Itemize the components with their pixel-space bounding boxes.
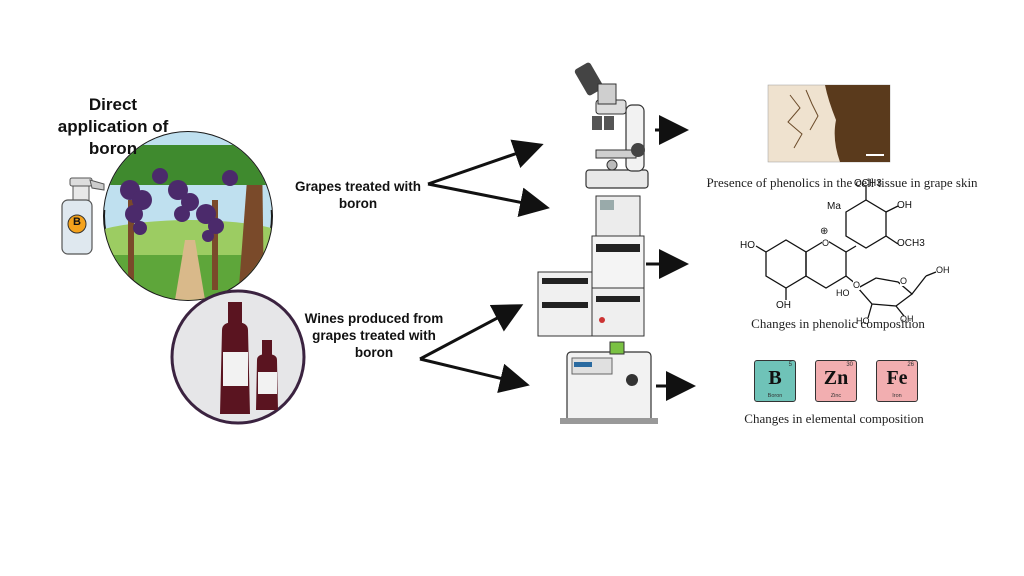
grapes-treated-label: Grapes treated with boron bbox=[278, 178, 438, 212]
mol-sugar-oh-4: OH bbox=[936, 265, 950, 275]
element-symbol: Fe bbox=[886, 367, 908, 389]
mol-sugar-oh-3: OH bbox=[900, 314, 914, 324]
mol-o-ring: O bbox=[822, 238, 830, 248]
title-line-3: boron bbox=[88, 139, 138, 158]
mol-sugar-ho-2: HO bbox=[856, 316, 870, 326]
element-tile-boron: 5 B Boron bbox=[754, 360, 796, 402]
mol-o-link: O bbox=[853, 280, 861, 290]
mol-och3-top: OCH3 bbox=[854, 178, 882, 189]
element-tile-iron: 26 Fe Iron bbox=[876, 360, 918, 402]
element-number: 5 bbox=[788, 362, 792, 368]
mol-sugar-o: O bbox=[900, 276, 908, 286]
element-symbol: B bbox=[768, 367, 782, 389]
mol-oplus: ⊕ bbox=[820, 226, 829, 237]
wines-label-line-3: boron bbox=[354, 345, 394, 360]
element-name: Iron bbox=[892, 393, 902, 399]
hplc-instrument-icon bbox=[537, 195, 645, 337]
elemental-caption: Changes in elemental composition bbox=[744, 411, 924, 426]
wines-produced-label: Wines produced from grapes treated with … bbox=[304, 310, 444, 361]
wines-label-line-2: grapes treated with bbox=[312, 328, 436, 343]
element-number: 26 bbox=[907, 362, 914, 368]
mol-ma: Ma bbox=[827, 201, 841, 212]
anthocyanin-molecule bbox=[755, 186, 937, 319]
mol-oh-bottom: OH bbox=[776, 300, 791, 311]
element-tile-zinc: 30 Zn Zinc bbox=[815, 360, 857, 402]
grape-skin-micrograph bbox=[767, 84, 891, 163]
microscope-icon bbox=[574, 62, 649, 189]
grapes-label-line-1: Grapes treated with bbox=[294, 179, 422, 194]
element-symbol: Zn bbox=[823, 367, 849, 389]
grapes-label-line-2: boron bbox=[338, 196, 378, 211]
microscopy-caption: Presence of phenolics in the cell tissue… bbox=[706, 175, 978, 190]
wine-bottles-illustration bbox=[170, 289, 306, 425]
icp-instrument-icon bbox=[560, 341, 658, 424]
element-number: 30 bbox=[846, 362, 853, 368]
spray-bottle-boron-label: B bbox=[73, 216, 81, 228]
spray-bottle-icon bbox=[61, 177, 105, 255]
boron-application-title: Direct application of boron bbox=[38, 94, 188, 160]
wines-fork-arrows bbox=[419, 304, 530, 393]
phenolic-caption: Changes in phenolic composition bbox=[751, 316, 925, 331]
mol-ho-left: HO bbox=[740, 240, 755, 251]
element-name: Boron bbox=[767, 393, 783, 399]
mol-sugar-ho-1: HO bbox=[836, 288, 850, 298]
grapes-fork-arrows bbox=[427, 139, 550, 218]
result-arrows bbox=[646, 115, 696, 401]
title-line-2: application of bbox=[57, 117, 169, 136]
wines-label-line-1: Wines produced from bbox=[304, 311, 444, 326]
title-line-1: Direct bbox=[88, 95, 138, 114]
mol-oh-right: OH bbox=[897, 200, 912, 211]
element-name: Zinc bbox=[830, 393, 842, 399]
mol-och3-right: OCH3 bbox=[897, 238, 925, 249]
